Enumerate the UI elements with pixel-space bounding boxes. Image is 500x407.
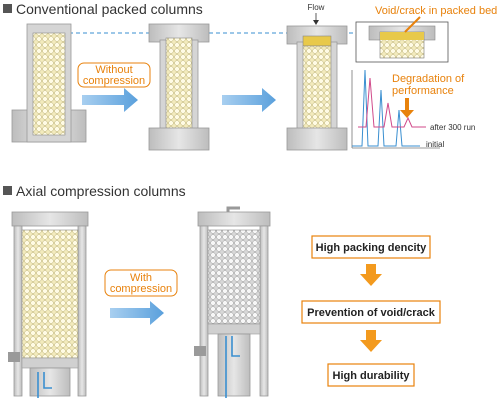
label-initial: initial (426, 140, 444, 149)
axial-column-uncompressed (8, 211, 89, 398)
flow-step-label: High packing dencity (316, 242, 428, 254)
degradation-callout-line2: performance (392, 85, 454, 97)
section1-marker (3, 4, 12, 13)
flow-step-arrow (360, 264, 382, 286)
chromatogram (351, 69, 440, 149)
void-crack-pointer (404, 16, 421, 33)
flow-step-label: Prevention of void/crack (307, 307, 436, 319)
flow-step-box (311, 235, 431, 259)
void-crack-callout: Void/crack in packed bed (375, 5, 497, 17)
chromatogram-trace-after-300-run (358, 77, 426, 128)
flow-label: Flow (308, 3, 325, 12)
with-compression-label-box (104, 269, 178, 297)
conventional-column-assembled (148, 23, 210, 151)
flow-step-box (327, 363, 415, 387)
arrow-without-compression (82, 88, 138, 112)
with-compression-label-line2: compression (110, 283, 172, 295)
flow-step-box (301, 300, 441, 324)
benefit-flow: High packing dencity Prevention of void/… (301, 235, 441, 387)
chromatogram-trace-initial (352, 69, 420, 147)
conventional-column-initial (11, 23, 87, 143)
section1-heading: Conventional packed columns (16, 1, 203, 17)
arrow-with-compression (110, 301, 164, 325)
flow-arrow-head (313, 20, 319, 25)
conventional-column-after-use (286, 25, 348, 151)
axial-column-compressed (194, 206, 271, 398)
void-crack-inset (355, 21, 449, 63)
without-compression-label-box (77, 62, 151, 88)
arrow-to-used-column (222, 88, 276, 112)
flow-step-arrow (360, 330, 382, 352)
label-after-300-run: after 300 run (430, 123, 475, 132)
degradation-callout-line1: Degradation of (392, 73, 465, 85)
without-compression-label-line2: compression (83, 75, 145, 87)
degradation-arrow (400, 98, 414, 118)
with-compression-label-line1: With (130, 272, 152, 284)
without-compression-label-line1: Without (95, 64, 132, 76)
flow-step-label: High durability (333, 370, 411, 382)
section2-heading: Axial compression columns (16, 183, 186, 199)
section2-marker (3, 186, 12, 195)
